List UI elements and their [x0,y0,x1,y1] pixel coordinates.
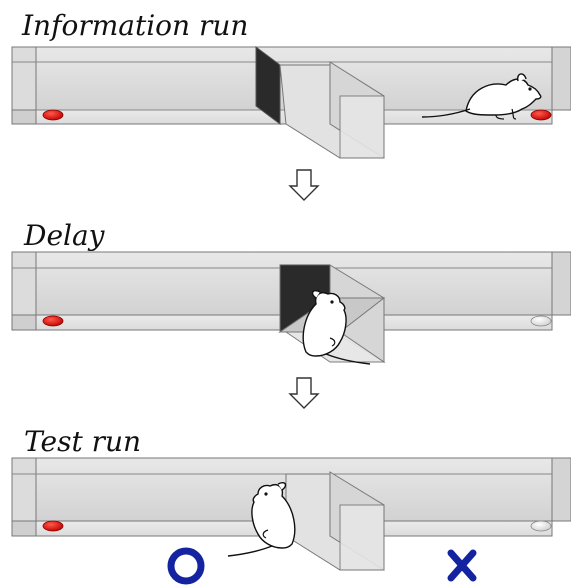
panel-title-test-run: Test run [24,425,142,458]
white-empty-pellet [530,520,552,532]
panel-information-run [11,46,571,159]
red-reward-pellet [530,109,552,121]
panel-title-delay: Delay [24,219,105,252]
down-arrow-icon [288,169,320,201]
panel-title-information-run: Information run [22,9,249,42]
red-reward-pellet [42,109,64,121]
guillotine-door [255,46,281,125]
circle-symbol-icon [167,547,205,585]
down-arrow-icon [288,377,320,409]
red-reward-pellet [42,520,64,532]
cross-symbol-icon [447,549,477,582]
panel-test-run [11,457,571,571]
panel-delay [11,251,571,365]
white-empty-pellet [530,315,552,327]
red-reward-pellet [42,315,64,327]
